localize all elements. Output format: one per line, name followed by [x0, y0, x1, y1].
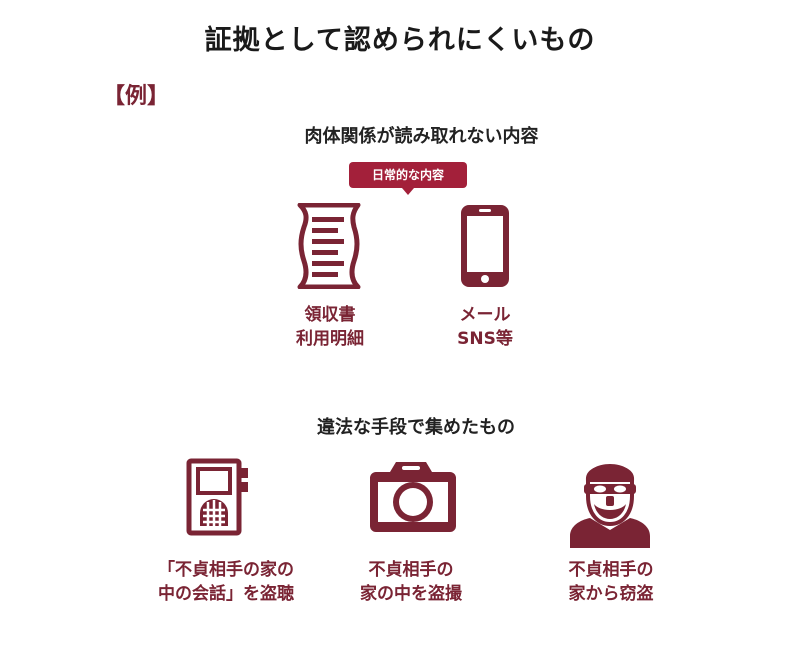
smartphone-icon — [460, 204, 510, 288]
camera-icon — [368, 460, 458, 534]
item-receipt-line1: 領収書 — [304, 305, 356, 325]
item-smartphone-label: メール SNS等 — [423, 303, 547, 351]
item-recorder-line2: 中の会話」を盗聴 — [158, 584, 294, 604]
receipt-icon — [292, 203, 368, 289]
burglar-icon — [570, 456, 650, 548]
item-recorder-label: 「不貞相手の家の 中の会話」を盗聴 — [140, 558, 312, 606]
example-label: 【例】 — [103, 84, 170, 109]
section1-heading: 肉体関係が読み取れない内容 — [304, 126, 539, 147]
item-camera-line1: 不貞相手の — [368, 560, 454, 580]
item-camera-label: 不貞相手の 家の中を盗撮 — [340, 558, 482, 606]
page-title: 証拠として認められにくいもの — [204, 25, 596, 56]
item-smartphone-line1: メール — [459, 305, 511, 325]
tag-daily-content: 日常的な内容 — [349, 162, 467, 188]
item-receipt-label: 領収書 利用明細 — [268, 303, 392, 351]
voice-recorder-icon — [186, 458, 252, 536]
item-camera-line2: 家の中を盗撮 — [360, 584, 462, 604]
tag-pointer — [402, 188, 414, 195]
item-burglar-line1: 不貞相手の — [568, 560, 654, 580]
item-burglar-label: 不貞相手の 家から窃盗 — [541, 558, 681, 606]
item-smartphone-line2: SNS等 — [457, 329, 513, 349]
item-receipt-line2: 利用明細 — [296, 329, 364, 349]
item-burglar-line2: 家から窃盗 — [568, 584, 654, 604]
item-recorder-line1: 「不貞相手の家の — [158, 560, 294, 580]
section2-heading: 違法な手段で集めたもの — [317, 417, 515, 438]
